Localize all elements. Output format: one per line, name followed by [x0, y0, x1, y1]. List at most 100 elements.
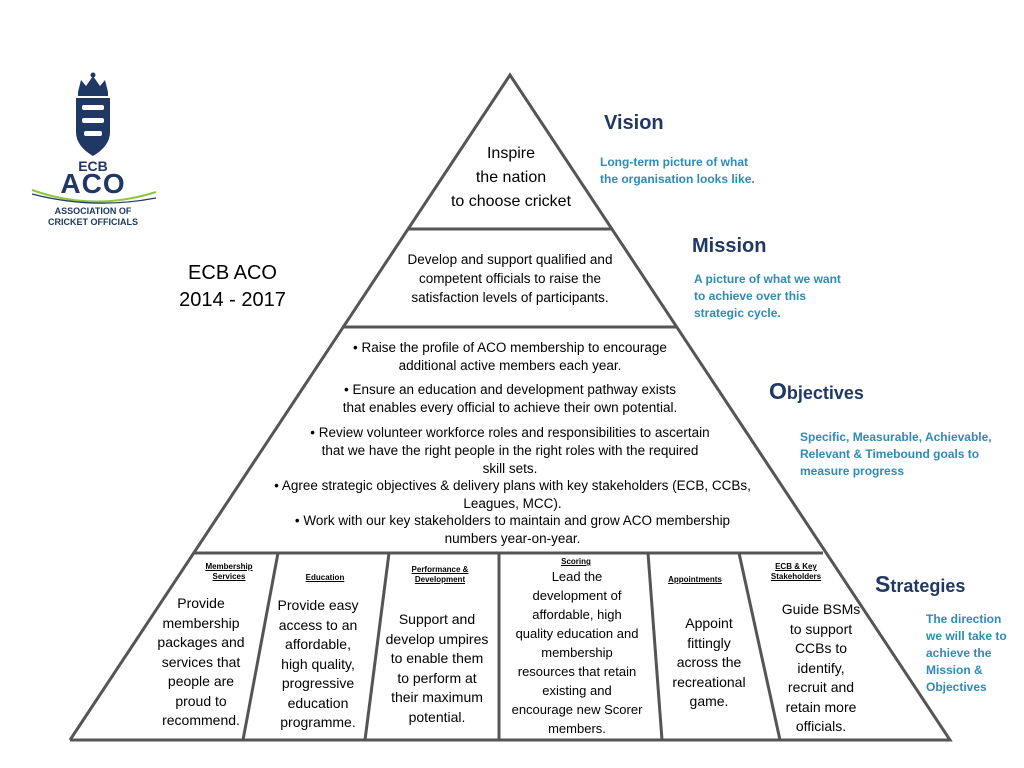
strategies-heading-rest: trategies [890, 576, 966, 596]
strategy-body-line: to support [789, 620, 853, 637]
objective-line: • Ensure an education and development pa… [344, 382, 676, 397]
objective-line: Leagues, MCC). [463, 496, 562, 511]
ecb-crest-icon [31, 72, 157, 204]
strategy-body-line: game. [689, 693, 729, 709]
strategy-body-membership-services: Provide membership packages and services… [150, 594, 252, 731]
objective-item: • Work with our key stakeholders to main… [255, 512, 770, 548]
strategy-header-appointments: Appointments [656, 575, 734, 585]
strategy-body-line: high quality, [281, 655, 355, 672]
strategy-body-performance-development: Support and develop umpires to enable th… [377, 610, 497, 727]
objective-line: • Raise the profile of ACO membership to… [353, 340, 667, 355]
strategy-body-line: encourage new Scorer [511, 702, 643, 717]
objective-line: • Agree strategic objectives & delivery … [274, 478, 751, 493]
strategy-header-line: Services [212, 572, 246, 581]
strategy-body-ecb-key-stakeholders: Guide BSMs to support CCBs to identify, … [772, 600, 870, 737]
strategy-body-line: recreational [672, 673, 746, 690]
strategy-body-line: to enable them [390, 650, 484, 666]
strategy-body-line: Provide [177, 595, 225, 611]
objectives-heading-rest: bjectives [786, 383, 864, 403]
strategy-body-line: resources that retain [517, 664, 637, 679]
strategy-body-line: officials. [795, 718, 847, 734]
objective-line: that we have the right people in the rig… [321, 443, 699, 458]
objectives-description-line: Relevant & Timebound goals to [800, 447, 980, 461]
strategy-body-line: Support and [398, 611, 476, 627]
strategy-body-line: packages and [157, 634, 245, 650]
logo-ecb-text: ECB [78, 158, 108, 174]
objectives-heading-initial: O [769, 378, 787, 404]
strategy-body-line: progressive [281, 675, 355, 691]
objective-line: • Review volunteer workforce roles and r… [310, 425, 710, 440]
strategy-body-line: development of [532, 588, 622, 603]
strategy-body-line: people are [167, 673, 235, 689]
objectives-description-line: measure progress [800, 464, 905, 478]
vision-statement-line: to choose cricket [450, 193, 572, 210]
strategy-body-line: existing and [542, 683, 612, 698]
strategy-body-line: affordable, [285, 636, 351, 652]
strategy-header-line: ECB & Key [775, 562, 817, 571]
plan-title-line2: 2014 - 2017 [179, 289, 286, 311]
strategy-header-line: Development [414, 575, 466, 584]
objective-line: • Work with our key stakeholders to main… [294, 513, 731, 528]
strategies-description-line: achieve the [926, 646, 992, 660]
mission-description-line: to achieve over this [694, 289, 807, 303]
strategy-header-line: Stakeholders [770, 572, 822, 581]
strategy-body-line: their maximum [391, 689, 483, 705]
strategy-body-line: membership [541, 645, 613, 660]
strategy-header-membership-services: Membership Services [194, 562, 264, 582]
vision-description: Long-term picture of what the organisati… [600, 154, 755, 188]
strategy-header-line: Membership [205, 562, 253, 571]
strategy-body-line: to perform at [397, 669, 477, 686]
mission-description-line: A picture of what we want [694, 272, 841, 286]
strategy-body-appointments: Appoint fittingly across the recreationa… [660, 614, 758, 712]
strategy-header-line: Education [305, 573, 345, 582]
strategy-body-education: Provide easy access to an affordable, hi… [266, 596, 370, 733]
strategy-body-line: recruit and [787, 679, 855, 695]
aco-logo: ECB ACO ASSOCIATION OF CRICKET OFFICIALS [28, 72, 158, 232]
strategies-heading-initial: S [875, 571, 891, 597]
strategy-body-line: fittingly [687, 634, 731, 651]
plan-title-line1: ECB ACO [188, 262, 277, 284]
strategy-body-scoring: Lead the development of affordable, high… [501, 567, 653, 738]
strategy-header-line: Appointments [668, 575, 722, 584]
strategy-body-line: membership [162, 614, 240, 631]
strategy-header-scoring: Scoring [536, 557, 616, 567]
logo-org-line2: CRICKET OFFICIALS [48, 217, 138, 227]
plan-title: ECB ACO 2014 - 2017 [150, 260, 315, 314]
strategy-body-line: access to an [278, 616, 358, 633]
strategy-body-line: education [287, 694, 349, 711]
objective-line: numbers year-on-year. [444, 531, 581, 546]
strategy-body-line: members. [548, 721, 606, 736]
objectives-description: Specific, Measurable, Achievable, Releva… [800, 429, 992, 480]
strategy-body-line: across the [676, 654, 742, 670]
strategy-body-line: quality education and [515, 626, 639, 641]
mission-description: A picture of what we want to achieve ove… [694, 271, 841, 322]
strategy-body-line: affordable, high [532, 607, 622, 622]
objective-line: additional active members each year. [398, 358, 622, 373]
objective-line: skill sets. [482, 461, 538, 476]
strategy-body-line: identify, [797, 659, 845, 676]
strategy-body-line: programme. [280, 714, 356, 730]
vision-statement-line: Inspire [486, 145, 536, 162]
mission-statement-line: Develop and support qualified and [407, 252, 613, 267]
strategy-body-line: Lead the [551, 569, 603, 584]
strategy-header-line: Performance & [411, 565, 469, 574]
objective-line: that enables every official to achieve t… [342, 400, 678, 415]
mission-heading: Mission [692, 235, 767, 257]
strategy-body-line: retain more [785, 698, 857, 715]
strategies-description-line: we will take to [926, 629, 1007, 643]
strategy-body-line: Guide BSMs [781, 601, 861, 617]
strategy-body-line: develop umpires [385, 630, 489, 647]
strategy-body-line: potential. [408, 708, 466, 725]
vision-statement: Inspire the nation to choose cricket [425, 142, 597, 214]
logo-org-line1: ASSOCIATION OF [54, 206, 132, 216]
strategies-description-line: Mission & [926, 663, 983, 677]
strategy-header-ecb-key-stakeholders: ECB & Key Stakeholders [758, 562, 834, 582]
strategy-body-line: Appoint [685, 615, 733, 631]
mission-statement: Develop and support qualified and compet… [385, 250, 635, 307]
strategies-description: The direction we will take to achieve th… [926, 611, 1007, 696]
vision-statement-line: the nation [475, 169, 547, 186]
objectives-description-line: Specific, Measurable, Achievable, [800, 430, 992, 444]
objective-item: • Raise the profile of ACO membership to… [310, 339, 710, 375]
objectives-heading: Objectives [769, 378, 864, 405]
